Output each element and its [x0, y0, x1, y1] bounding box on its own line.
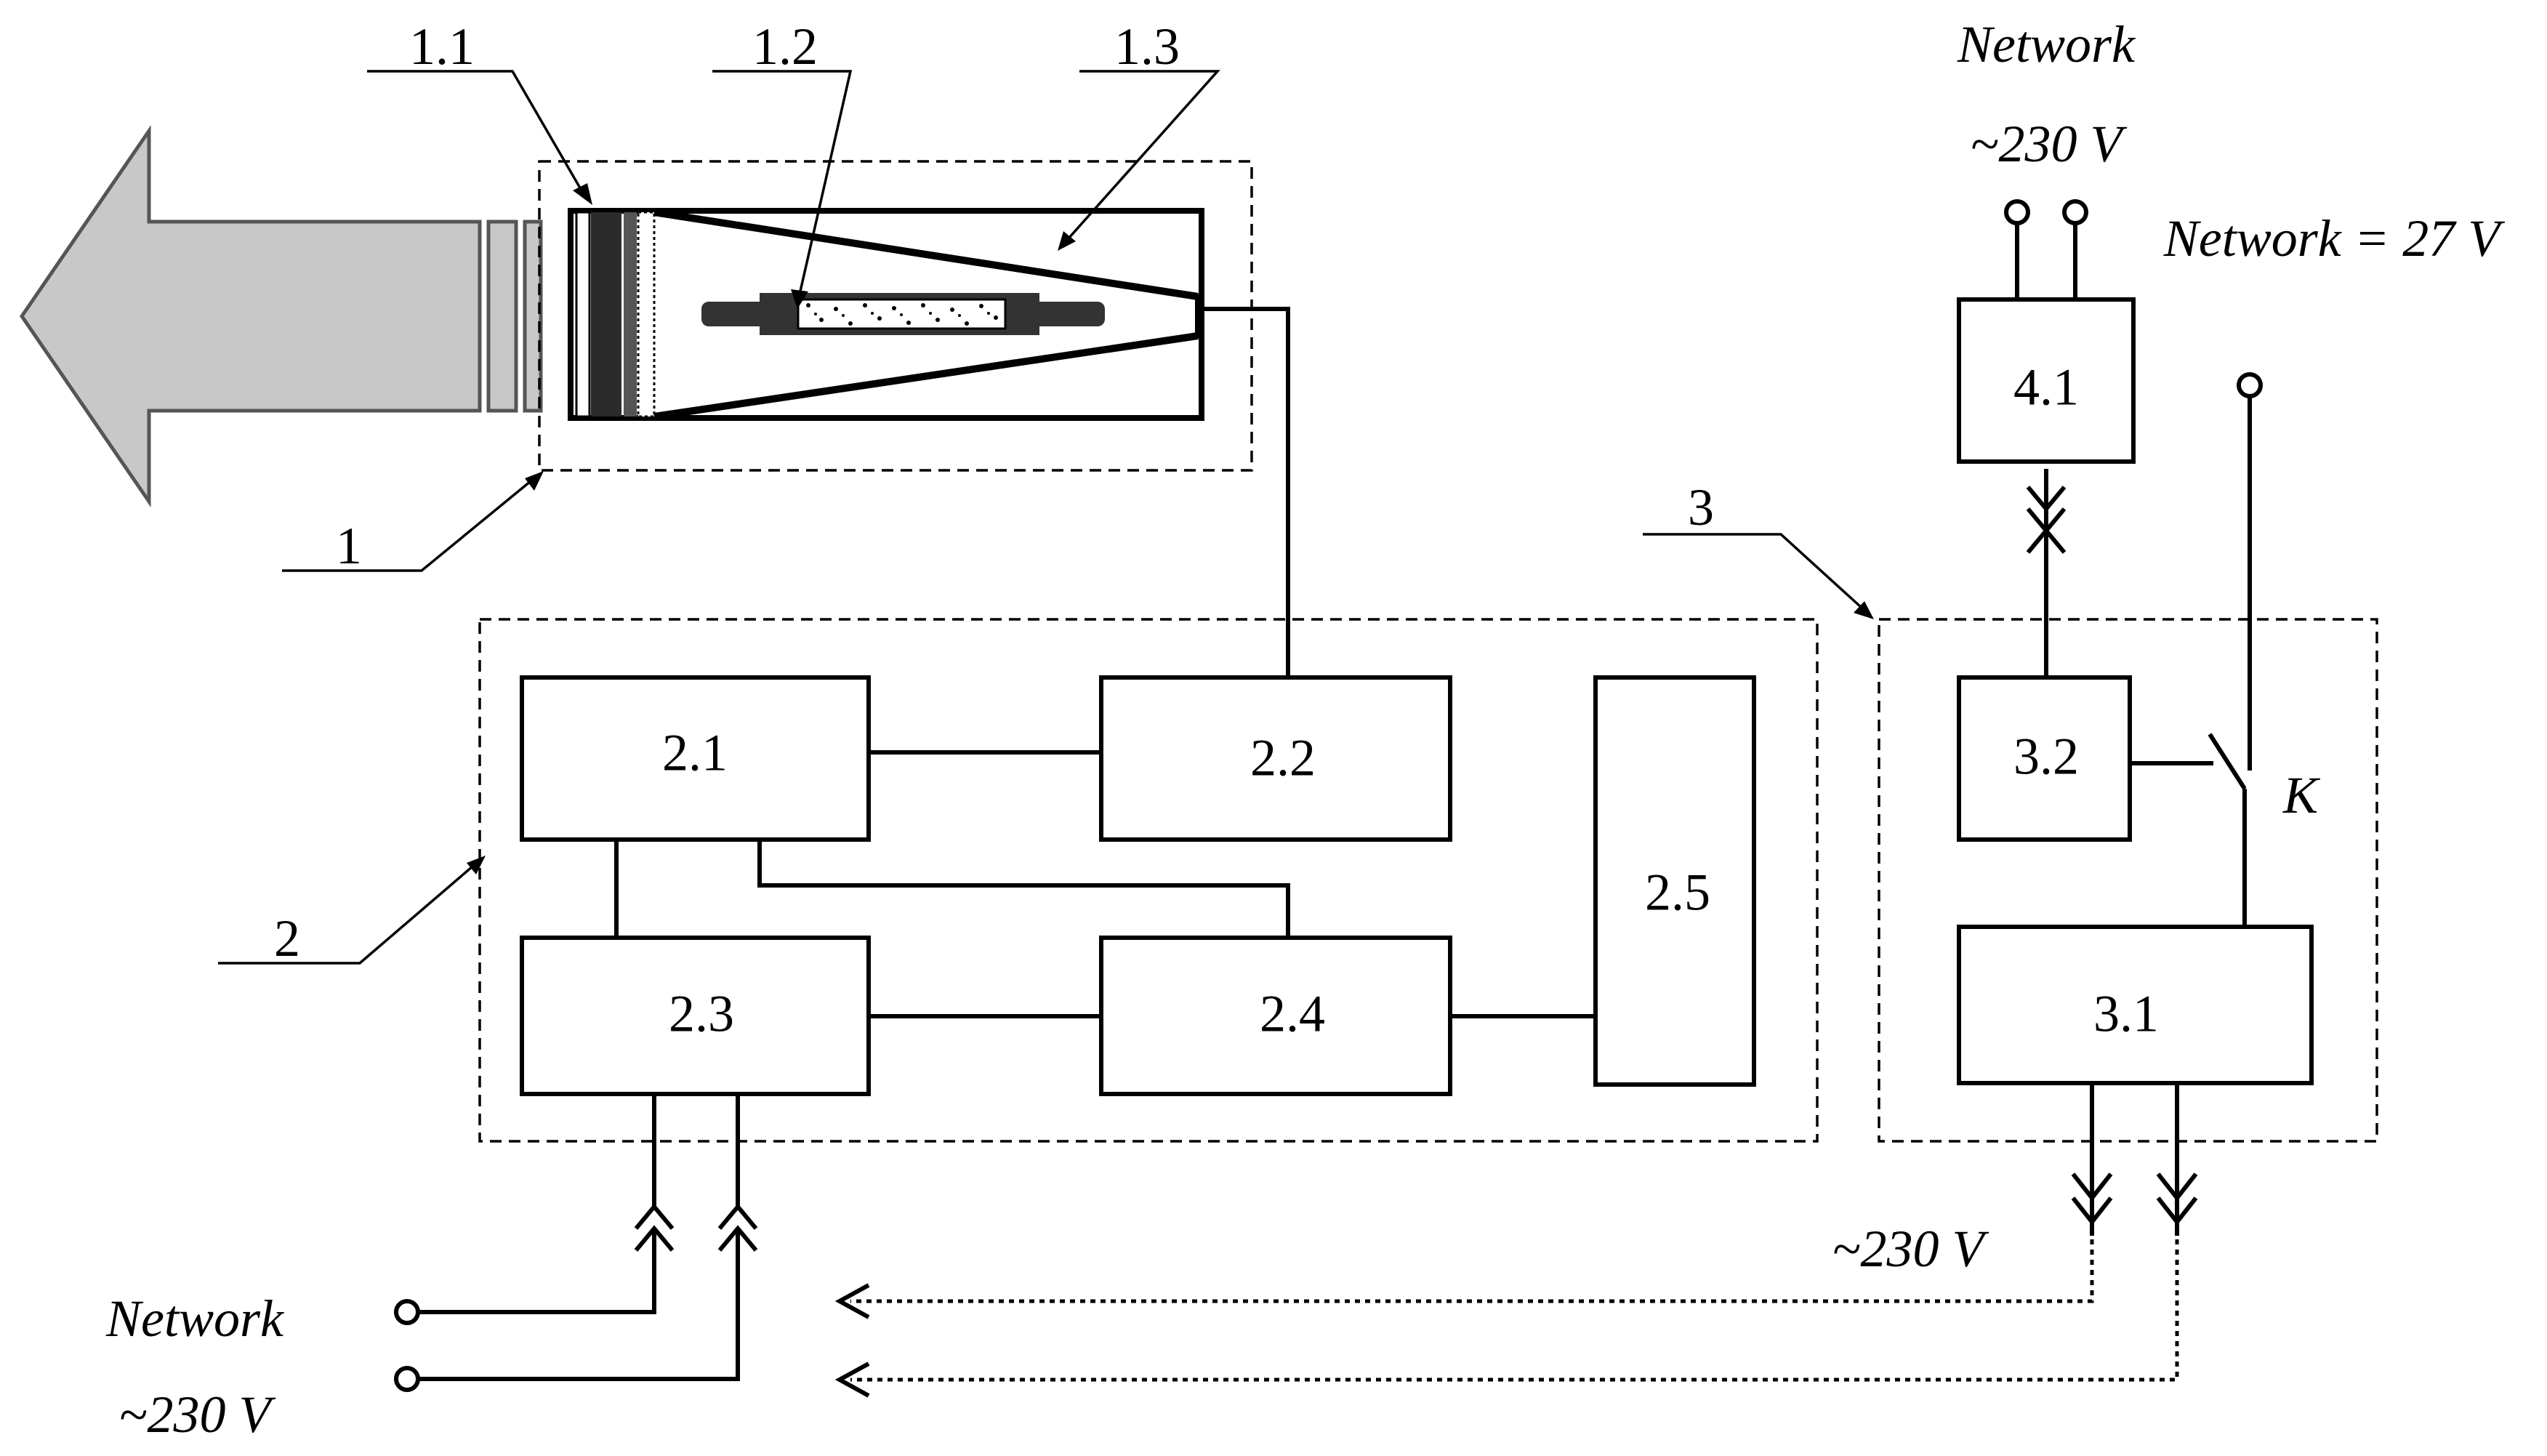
terminal-230v-b	[2062, 199, 2088, 225]
block-2-2-label: 2.2	[1250, 729, 1316, 787]
callout-labels: 1.1 1.2 1.3 1 2 3	[274, 17, 1714, 968]
terminal-bottom-a	[394, 1299, 420, 1325]
block-2-4: 2.4	[1099, 936, 1452, 1096]
module-2-wiring	[614, 307, 1596, 1018]
bottom-network-label: Network	[105, 1290, 285, 1348]
module-3-output-lines	[834, 1083, 2198, 1398]
block-2-3-label: 2.3	[669, 985, 734, 1043]
terminal-bottom-b	[394, 1366, 420, 1392]
output-voltage-label: ~230 V	[1832, 1220, 1989, 1278]
module-3-wiring	[2015, 222, 2252, 927]
callout-2: 2	[274, 909, 300, 968]
block-2-3: 2.3	[520, 936, 871, 1096]
block-4-1: 4.1	[1957, 297, 2136, 464]
block-2-5: 2.5	[1593, 675, 1756, 1087]
module-2-boundary	[478, 618, 1819, 1143]
block-2-4-label: 2.4	[1260, 985, 1325, 1043]
bottom-voltage-label: ~230 V	[119, 1385, 276, 1444]
tube-assembly	[568, 208, 1204, 421]
block-4-1-label: 4.1	[2013, 358, 2079, 417]
output-beam-arrow	[19, 124, 543, 508]
dc-27v-label: Network = 27 V	[2163, 209, 2506, 268]
callout-3: 3	[1688, 478, 1714, 536]
terminals	[394, 199, 2263, 1392]
module-2-mains-input	[418, 1094, 758, 1381]
terminal-230v-a	[2004, 199, 2030, 225]
terminal-27v	[2237, 372, 2263, 398]
module-3-boundary	[1878, 618, 2378, 1143]
block-3-2: 3.2	[1957, 675, 2132, 842]
block-2-1-label: 2.1	[662, 724, 728, 782]
power-labels: Network ~230 V Network = 27 V K ~230 V N…	[105, 15, 2505, 1444]
block-3-1: 3.1	[1957, 925, 2314, 1085]
block-2-1: 2.1	[520, 675, 871, 842]
block-2-5-label: 2.5	[1645, 864, 1710, 922]
block-2-2: 2.2	[1099, 675, 1452, 842]
callout-1-3: 1.3	[1114, 17, 1180, 76]
top-network-label: Network	[1957, 15, 2136, 73]
block-3-2-label: 3.2	[2013, 728, 2079, 786]
callout-1: 1	[336, 517, 362, 575]
block-3-1-label: 3.1	[2093, 985, 2159, 1043]
top-voltage-label: ~230 V	[1971, 115, 2128, 173]
callout-1-2: 1.2	[752, 17, 818, 76]
switch-k-label: K	[2282, 766, 2321, 824]
callout-1-1: 1.1	[409, 17, 475, 76]
